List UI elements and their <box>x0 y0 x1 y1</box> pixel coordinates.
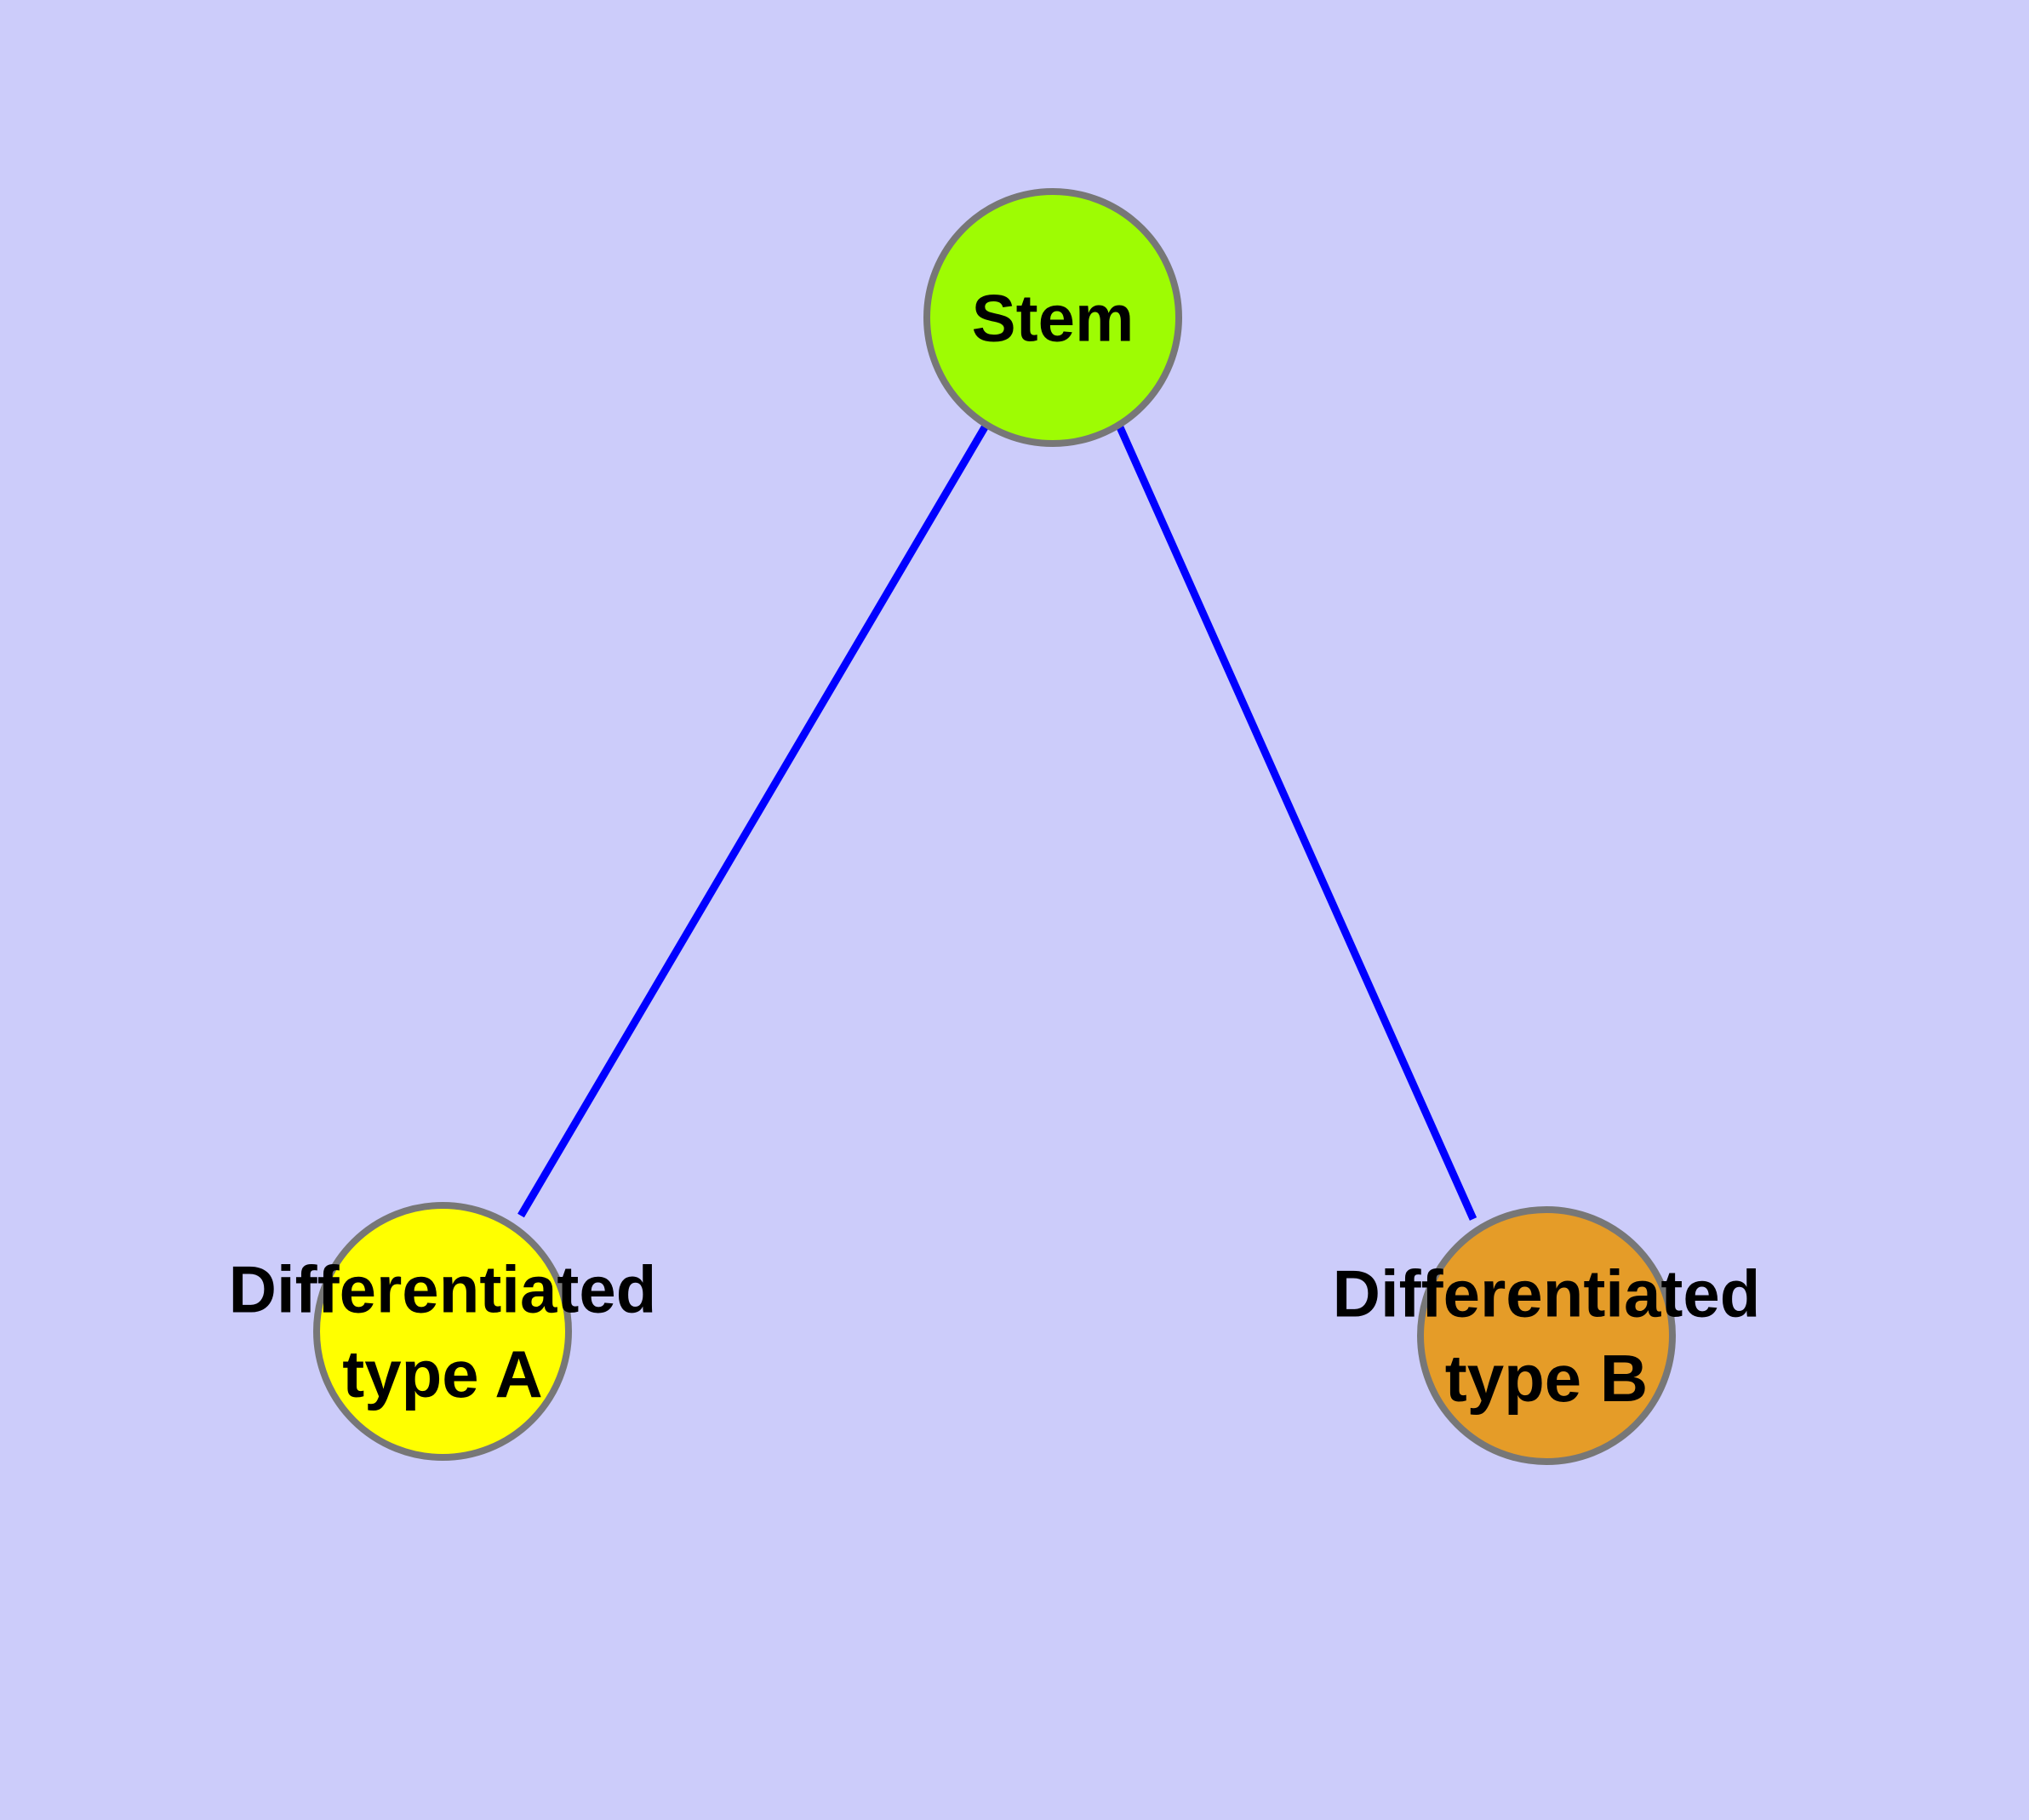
edge-stem-to-differentiated-type-b <box>1116 426 1477 1221</box>
node-differentiated-type-a-label-line-1: Differentiated <box>229 1251 657 1326</box>
node-layer: Stem Differentiated type A Differentiate… <box>229 188 1761 1465</box>
node-stem-label: Stem <box>972 280 1135 355</box>
node-differentiated-type-a-label-line-2: type A <box>342 1336 543 1411</box>
node-differentiated-type-b-label-line-1: Differentiated <box>1333 1256 1761 1331</box>
node-differentiated-type-b[interactable]: Differentiated type B <box>1333 1206 1761 1465</box>
node-differentiated-type-a-circle[interactable] <box>313 1202 572 1461</box>
edge-stem-to-differentiated-type-a <box>517 425 988 1218</box>
node-stem-circle[interactable] <box>923 188 1182 447</box>
node-differentiated-type-b-circle[interactable] <box>1417 1206 1676 1465</box>
node-stem[interactable]: Stem <box>923 188 1182 447</box>
node-differentiated-type-a[interactable]: Differentiated type A <box>229 1202 657 1461</box>
edge-layer <box>517 425 1477 1221</box>
node-differentiated-type-b-label-line-2: type B <box>1445 1341 1648 1416</box>
